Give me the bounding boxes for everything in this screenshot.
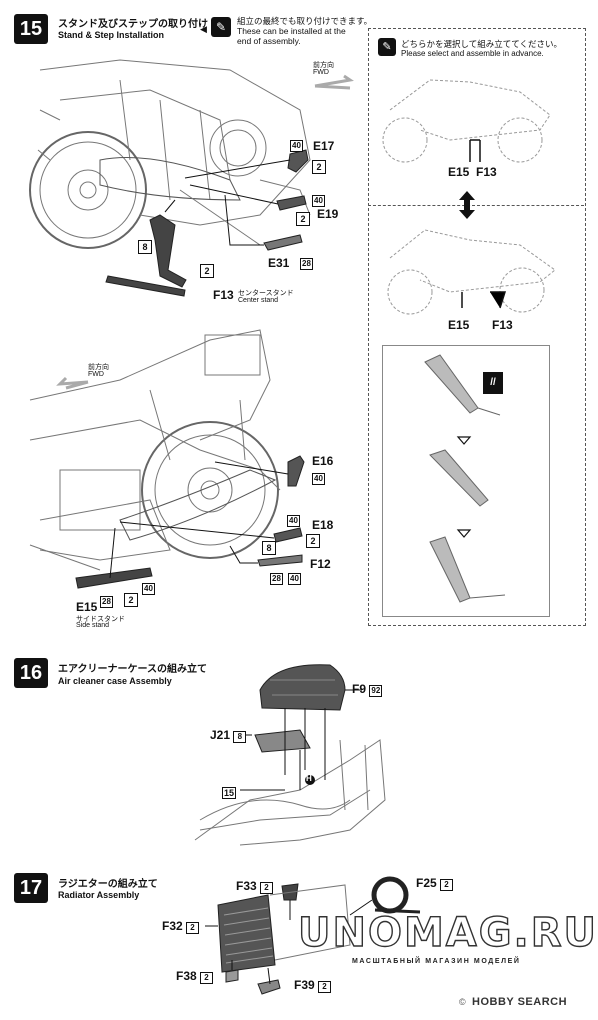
- part-f25-qty: 2: [440, 879, 454, 891]
- part-e16-badge-wrap: 40: [312, 470, 325, 485]
- part-f9-badge: 92: [369, 685, 383, 697]
- part-f13-jp: センタースタンド: [238, 290, 294, 297]
- part-e15-badge: 28: [100, 596, 113, 608]
- part-e17-qty: 2: [312, 160, 326, 174]
- fwd-label-en-bottom: FWD: [88, 371, 104, 378]
- part-e15-label: E15: [76, 600, 98, 614]
- step-15-note-jp: 組立の最終でも取り付けできます。: [237, 16, 373, 26]
- footer-copyright: ©: [459, 997, 466, 1007]
- part-f12-badge3-wrap: 40: [288, 570, 301, 585]
- part-f12-badge: 8: [262, 541, 276, 555]
- part-f33-label: F33 2: [236, 879, 274, 894]
- stand-selection-panel: [368, 28, 586, 626]
- brush-icon: ✎: [211, 17, 231, 37]
- part-f39-qty: 2: [318, 981, 332, 993]
- part-f12-badge2: 28: [270, 573, 283, 585]
- part-e15-badge-wrap: 28: [100, 593, 113, 608]
- part-e31-badge-wrap: 28: [300, 255, 313, 270]
- part-f32-label: F32 2: [162, 919, 200, 934]
- part-e16-label: E16: [312, 454, 334, 468]
- step-15-note-en-1: These can be installed at the: [237, 26, 346, 36]
- step-15-note-en-2: end of assembly.: [237, 36, 301, 46]
- part-f12-label: F12: [310, 557, 331, 571]
- part-e18-label: E18: [312, 518, 334, 532]
- select-note-jp: どちらかを選択して組み立ててください。: [401, 39, 562, 49]
- part-e17-label: E17: [313, 139, 335, 153]
- part-f33-name: F33: [236, 879, 257, 893]
- part-e17-badge-wrap: 40: [290, 137, 303, 152]
- step-15-title-en: Stand & Step Installation: [58, 30, 165, 40]
- frame-ref-15-badge: 15: [222, 787, 237, 799]
- cement-icon: //: [483, 372, 503, 394]
- part-f32-name: F32: [162, 919, 183, 933]
- watermark-logo: UNOMAG.RU: [297, 909, 598, 956]
- part-e17-badge: 40: [290, 140, 303, 152]
- part-f33-qty: 2: [260, 882, 274, 894]
- part-e19-badge-wrap: 40: [312, 192, 325, 207]
- brush-icon-select: ✎: [378, 38, 396, 56]
- part-f13-label: F13: [213, 288, 234, 302]
- option1-e15: E15: [448, 165, 470, 179]
- center-stand-qty: 2: [200, 264, 214, 278]
- part-f9-label: F9 92: [352, 682, 383, 697]
- part-j21-name: J21: [210, 728, 231, 742]
- part-e15-qty: 2: [124, 593, 138, 607]
- step-17-title-en: Radiator Assembly: [58, 890, 140, 900]
- part-f32-qty: 2: [186, 922, 200, 934]
- option1-f13: F13: [476, 165, 497, 179]
- step-16-number: 16: [14, 658, 48, 688]
- selection-divider: [368, 205, 584, 206]
- part-f38-qty: 2: [200, 972, 214, 984]
- footer-brand: HOBBY SEARCH: [472, 996, 568, 1008]
- part-e15-en: Side stand: [76, 622, 110, 629]
- triangle-pointer-icon: ◀: [200, 24, 207, 34]
- part-e16-badge: 40: [312, 473, 325, 485]
- part-e19-badge: 40: [312, 195, 325, 207]
- part-f9-name: F9: [352, 682, 367, 696]
- frame-ref-15: 15: [222, 785, 237, 799]
- h-mark: H: [306, 774, 312, 783]
- part-e18-qty: 2: [306, 534, 320, 548]
- center-stand-badge: 8: [138, 240, 152, 254]
- part-e18-badge-wrap: 40: [287, 512, 300, 527]
- step-16-title-jp: エアクリーナーケースの組み立て: [58, 664, 207, 675]
- part-f38-name: F38: [176, 969, 197, 983]
- fwd-label-jp-top: 前方向: [313, 62, 334, 69]
- part-j21-badge: 8: [233, 731, 247, 743]
- part-e19-label: E19: [317, 207, 339, 221]
- option2-e15: E15: [448, 318, 470, 332]
- part-f39-label: F39 2: [294, 978, 332, 993]
- fwd-label-en-top: FWD: [313, 69, 329, 76]
- option2-f13: F13: [492, 318, 513, 332]
- part-j21-label: J21 8: [210, 728, 247, 743]
- part-f25-name: F25: [416, 876, 437, 890]
- part-e31-label: E31: [268, 256, 290, 270]
- part-e15-badge2: 40: [142, 583, 155, 595]
- part-e18-badge: 40: [287, 515, 300, 527]
- watermark-subtitle: МАСШТАБНЫЙ МАГАЗИН МОДЕЛЕЙ: [352, 958, 521, 965]
- step-15-number: 15: [14, 14, 48, 44]
- step-17-number: 17: [14, 873, 48, 903]
- part-f25-label: F25 2: [416, 876, 454, 891]
- select-note-en: Please select and assemble in advance.: [401, 49, 544, 58]
- step-15-title-jp: スタンド及びステップの取り付け: [58, 19, 208, 30]
- part-e31-badge: 28: [300, 258, 313, 270]
- part-f39-name: F39: [294, 978, 315, 992]
- fwd-label-jp-bottom: 前方向: [88, 364, 109, 371]
- step-17-title-jp: ラジエターの組み立て: [58, 879, 158, 890]
- part-f13-en: Center stand: [238, 297, 279, 304]
- part-f38-label: F38 2: [176, 969, 214, 984]
- part-e15-badge2-wrap: 40: [142, 580, 155, 595]
- part-f12-badge3: 40: [288, 573, 301, 585]
- step-16-title-en: Air cleaner case Assembly: [58, 676, 172, 686]
- part-f12-badge2-wrap: 28: [270, 570, 283, 585]
- part-e19-qty: 2: [296, 212, 310, 226]
- side-stand-detail-box: [382, 345, 550, 617]
- part-e15-jp: サイドスタンド: [76, 616, 125, 623]
